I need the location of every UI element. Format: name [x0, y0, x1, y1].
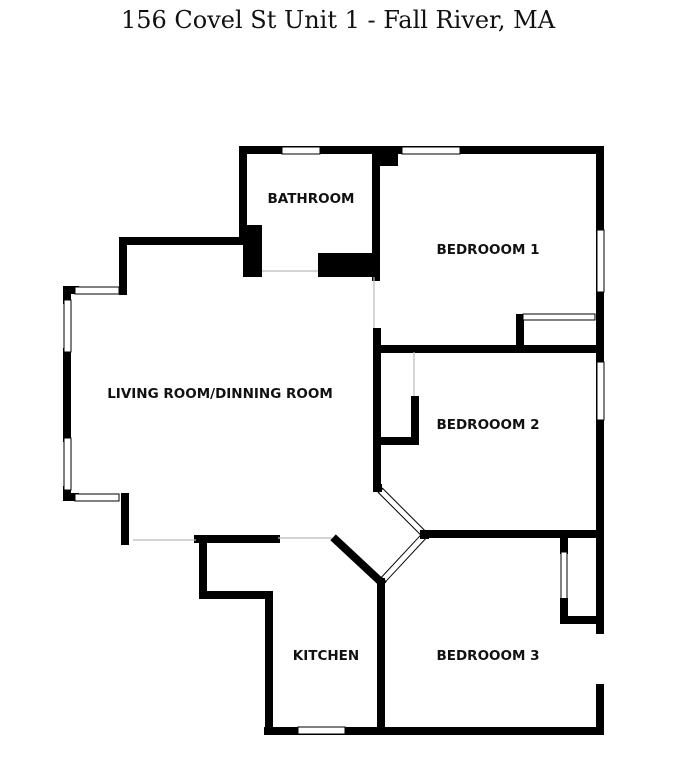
floor-plan-title: 156 Covel St Unit 1 - Fall River, MA — [120, 6, 556, 34]
room-label-bedroom-3: BEDROOOM 3 — [436, 648, 539, 664]
room-label-bedroom-2: BEDROOOM 2 — [436, 417, 539, 433]
room-label-bedroom-1: BEDROOOM 1 — [436, 242, 539, 258]
windows — [63, 146, 605, 735]
room-label-bathroom: BATHROOM — [268, 191, 355, 207]
walls — [63, 146, 604, 735]
room-label-living-room: LIVING ROOM/DINNING ROOM — [107, 386, 333, 402]
room-label-kitchen: KITCHEN — [293, 648, 359, 664]
